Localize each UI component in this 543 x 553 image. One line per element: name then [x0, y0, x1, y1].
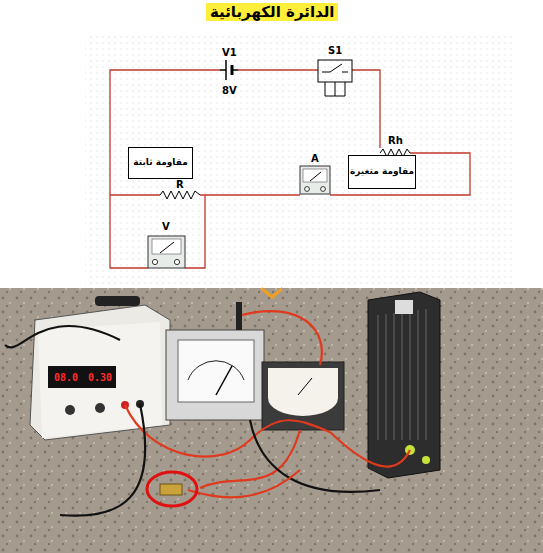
component-name: V1 — [222, 47, 237, 58]
component-name: Rh — [388, 135, 403, 146]
label-box: مقاومة ثابتة — [128, 147, 193, 179]
title: الدائرة الكهربائية — [206, 3, 338, 21]
voltmeter-symbol — [148, 236, 185, 268]
switch-symbol — [318, 60, 352, 96]
box-text: مقاومة متغيرة — [350, 166, 414, 177]
component-name: V — [162, 221, 170, 232]
led-display: 08.0 — [54, 372, 78, 383]
component-name: S1 — [328, 45, 342, 56]
lab-photo — [0, 287, 543, 553]
label-box: مقاومة متغيرة — [348, 155, 416, 189]
led-display: 0.30 — [88, 372, 112, 383]
voltage-value: 8V — [222, 85, 237, 96]
component-name: R — [176, 179, 184, 190]
resistor-symbol — [160, 191, 200, 199]
ammeter-symbol — [300, 166, 330, 194]
box-text: مقاومة ثابتة — [133, 157, 187, 168]
component-name: A — [311, 153, 319, 164]
